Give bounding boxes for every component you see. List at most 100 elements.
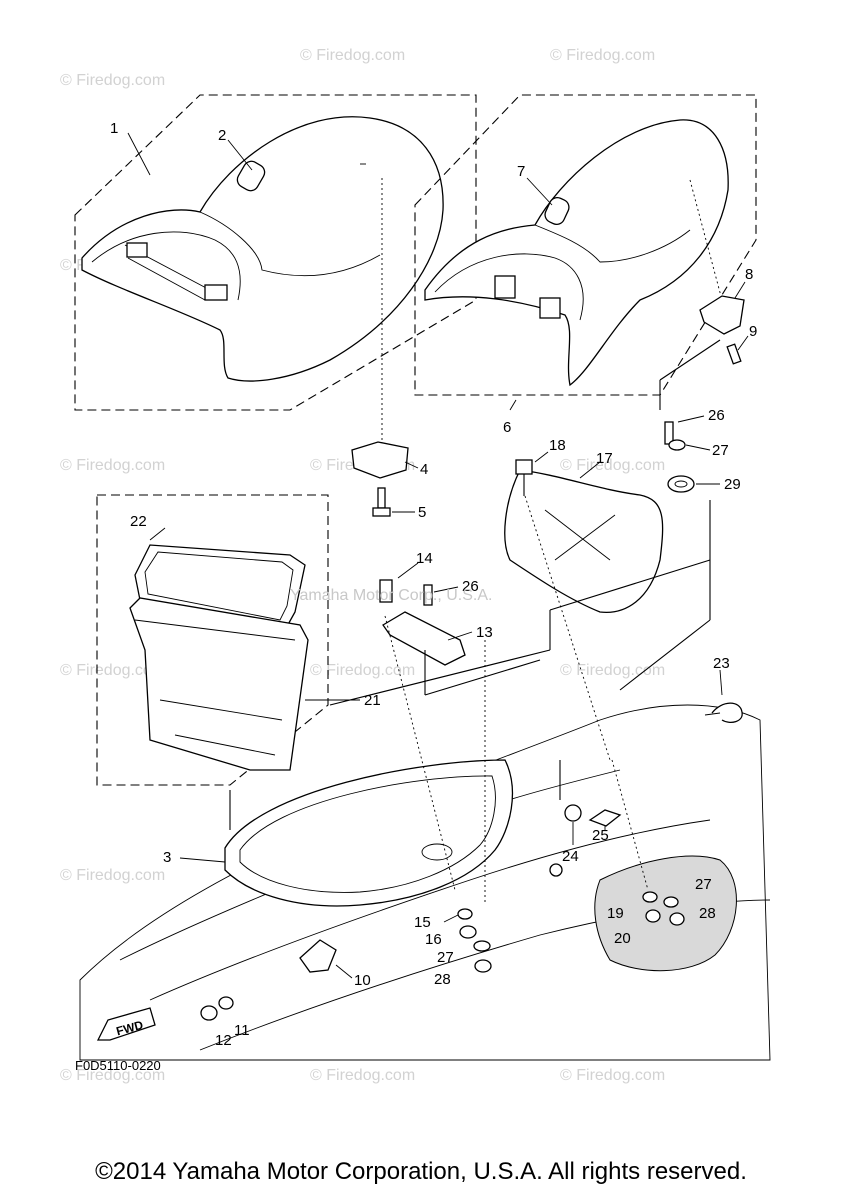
callout-11: 11	[234, 1022, 250, 1039]
seat-contour	[534, 224, 691, 263]
callout-2: 2	[218, 127, 226, 144]
callout-16: 16	[425, 931, 442, 948]
leader-line	[404, 461, 419, 469]
callout-19: 19	[607, 905, 624, 922]
storage-box-21	[129, 597, 309, 771]
callout-7: 7	[517, 163, 525, 180]
gasket-3	[224, 759, 513, 907]
washer-27	[473, 940, 491, 952]
drain-hole	[421, 843, 453, 861]
reference-line	[659, 339, 721, 381]
copyright-footer: ©2014 Yamaha Motor Corporation, U.S.A. A…	[95, 1158, 747, 1185]
seat-bracket	[204, 284, 228, 301]
watermark: © Firedog.com	[300, 47, 405, 64]
callout-29: 29	[724, 476, 741, 493]
assembly-boundary	[74, 94, 477, 411]
seat-1-assembly	[74, 94, 477, 440]
callout-6: 6	[503, 419, 511, 436]
storage-bin-assembly	[96, 494, 329, 786]
seat-6-assembly	[414, 94, 757, 396]
bracket-13	[382, 611, 466, 666]
seat-stay-17	[504, 469, 664, 614]
reference-line	[549, 559, 711, 611]
callout-21: 21	[364, 692, 381, 709]
callout-3: 3	[163, 849, 171, 866]
gasket-3-inner	[239, 775, 496, 893]
hull-deck: FWD	[79, 702, 771, 1061]
watermark: © Firedog.com	[60, 457, 165, 474]
watermark: © Firedog.com	[560, 662, 665, 679]
watermark: © Firedog.com	[310, 662, 415, 679]
part-callouts: 1 2 3 4 5 6 7 8 9 10 11 12 13 14 15 16 1…	[110, 120, 757, 1049]
leader-line	[526, 177, 553, 206]
diagram-code: F0D5110-0220	[75, 1058, 161, 1073]
watermark: © Firedog.com	[560, 457, 665, 474]
box-rim	[134, 619, 296, 641]
nut-12	[200, 1005, 218, 1021]
center-watermark: Yamaha Motor Corp., U.S.A.	[290, 587, 492, 604]
leader-line	[443, 914, 459, 923]
callout-22: 22	[130, 513, 147, 530]
clip-23-leg	[704, 712, 721, 716]
leader-line	[677, 415, 705, 423]
leader-line	[509, 399, 517, 411]
reference-line	[619, 619, 711, 691]
callout-26: 26	[462, 578, 479, 595]
assembly-boundary	[414, 94, 757, 396]
callout-12: 12	[215, 1032, 232, 1049]
grommet-24	[564, 804, 582, 822]
mount-parts	[351, 421, 695, 666]
callout-24: 24	[562, 848, 579, 865]
leader-line	[433, 586, 459, 593]
callout-25: 25	[592, 827, 609, 844]
watermark: © Firedog.com	[560, 1067, 665, 1084]
callout-27: 27	[437, 949, 454, 966]
callout-9: 9	[749, 323, 757, 340]
stay-25	[588, 809, 622, 827]
callout-14: 14	[416, 550, 433, 567]
seat-stay-rib	[544, 509, 616, 561]
hull-cutaway	[594, 855, 737, 972]
leader-line	[524, 495, 611, 761]
seat-bracket	[126, 242, 148, 258]
bolt-5-head	[372, 507, 391, 517]
rear-seat	[424, 119, 729, 387]
washer-15	[457, 908, 473, 920]
box-contour	[159, 699, 283, 756]
watermark: © Firedog.com	[60, 72, 165, 89]
callout-1: 1	[110, 120, 118, 137]
watermark: © Firedog.com	[60, 662, 165, 679]
leader-line	[149, 527, 166, 541]
watermark: © Firedog.com	[60, 867, 165, 884]
seat-contour	[434, 253, 584, 321]
callout-20: 20	[614, 930, 631, 947]
washer-27	[668, 439, 686, 451]
nut-16	[459, 925, 477, 939]
callout-23: 23	[713, 655, 730, 672]
leader-line	[719, 669, 723, 696]
leader-line	[734, 281, 746, 299]
leader-line	[579, 461, 601, 479]
seat-bracket	[494, 275, 516, 299]
leader-line	[127, 132, 151, 176]
reference-lines	[127, 132, 749, 979]
reference-line	[329, 649, 551, 706]
clip-23	[711, 702, 743, 723]
bolt-26	[423, 584, 433, 606]
damper-29	[667, 475, 695, 493]
washer-11	[218, 996, 234, 1010]
leader-line	[227, 139, 253, 171]
front-seat	[81, 116, 444, 382]
nut-28	[669, 912, 685, 926]
callout-8: 8	[745, 266, 753, 283]
gasket-22-inner	[144, 551, 294, 621]
seat-contour	[91, 231, 241, 301]
leader-line	[179, 857, 226, 863]
nut-28	[474, 959, 492, 973]
washer-27	[663, 896, 679, 908]
leader-line	[689, 179, 723, 301]
watermark: © Firedog.com	[550, 47, 655, 64]
callout-13: 13	[476, 624, 493, 641]
damper-29-hole	[674, 480, 688, 488]
